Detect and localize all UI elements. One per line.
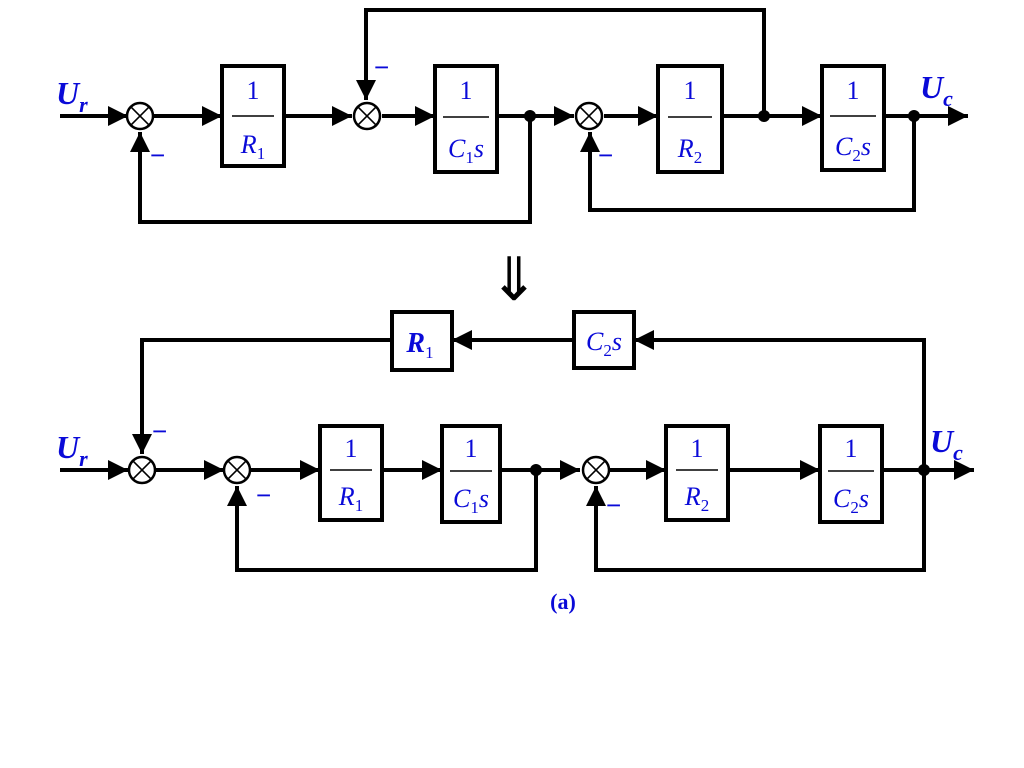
bottom-summing-junction-2: [222, 455, 252, 485]
top-minus-sign-3: −: [598, 140, 613, 170]
figure-caption: (a): [550, 589, 576, 614]
block-denominator: C2s: [835, 132, 871, 165]
bottom-input-label: Ur: [56, 429, 88, 471]
block-denominator: C1s: [448, 134, 484, 167]
block-numerator: 1: [847, 76, 860, 105]
top-summing-junction-3: [574, 101, 604, 131]
bottom-feedback-loop-1: [227, 468, 538, 572]
block-denominator: R2: [684, 482, 709, 515]
top-diagram: 1 R1 1 C1s 1 R2 1 C2s Ur Uc − − −: [56, 8, 968, 224]
block-numerator: 1: [465, 434, 478, 463]
top-output-label: Uc: [920, 69, 953, 111]
bottom-summing-junction-1: [127, 455, 157, 485]
top-block-1-over-r1: 1 R1: [220, 64, 286, 168]
bottom-block-1-over-r2: 1 R2: [664, 424, 730, 522]
block-denominator: C2s: [833, 484, 869, 517]
block-label: C2s: [586, 327, 622, 360]
bottom-minus-sign-1: −: [152, 416, 167, 446]
top-feedback-loop-2: [356, 8, 766, 118]
bottom-block-1-over-r1: 1 R1: [318, 424, 384, 522]
block-denominator: R1: [240, 130, 265, 163]
block-numerator: 1: [345, 434, 358, 463]
bottom-feedback-to-sum1: [132, 338, 394, 454]
top-minus-sign-1: −: [150, 140, 165, 170]
block-label: R1: [405, 328, 433, 362]
top-minus-sign-2: −: [374, 52, 389, 82]
block-denominator: R2: [677, 134, 702, 167]
block-denominator: R1: [338, 482, 363, 515]
bottom-block-1-over-c2s: 1 C2s: [818, 424, 884, 524]
top-feedback-loop-1: [130, 114, 532, 224]
bottom-feedback-block-r1: R1: [390, 310, 454, 372]
block-numerator: 1: [845, 434, 858, 463]
top-input-label: Ur: [56, 75, 88, 117]
block-numerator: 1: [247, 76, 260, 105]
block-denominator: C1s: [453, 484, 489, 517]
block-numerator: 1: [684, 76, 697, 105]
top-block-1-over-c2s: 1 C2s: [820, 64, 886, 172]
bottom-summing-junction-3: [581, 455, 611, 485]
top-feedback-loop-3: [580, 114, 916, 212]
top-summing-junction-1: [125, 101, 155, 131]
bottom-minus-sign-3: −: [606, 490, 621, 520]
bottom-block-1-over-c1s: 1 C1s: [440, 424, 502, 524]
transform-arrow: ⇓: [489, 245, 539, 315]
block-numerator: 1: [691, 434, 704, 463]
block-numerator: 1: [460, 76, 473, 105]
top-summing-junction-2: [352, 101, 382, 131]
bottom-output-label: Uc: [930, 423, 963, 465]
top-junction-3: [908, 110, 920, 122]
bottom-feedback-to-c2s: [634, 330, 926, 472]
bottom-junction-1: [530, 464, 542, 476]
top-junction-1: [524, 110, 536, 122]
bottom-diagram: R1 C2s 1 R1 1 C1s 1 R2 1 C2: [56, 310, 974, 572]
bottom-junction-2: [918, 464, 930, 476]
bottom-feedback-block-c2s: C2s: [572, 310, 636, 370]
top-block-1-over-r2: 1 R2: [656, 64, 724, 174]
top-block-1-over-c1s: 1 C1s: [433, 64, 499, 174]
bottom-feedback-loop-3: [586, 468, 926, 572]
bottom-minus-sign-2: −: [256, 480, 271, 510]
top-junction-2: [758, 110, 770, 122]
